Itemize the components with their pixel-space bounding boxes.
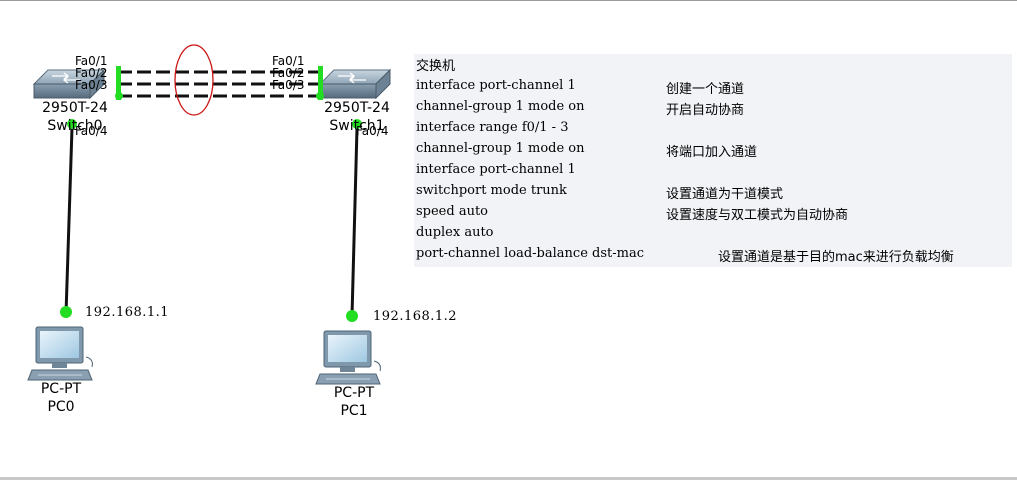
pc-model-label: PC-PT	[40, 381, 82, 397]
pc-name-label: PC1	[340, 403, 368, 419]
config-line: interface port-channel 1	[416, 159, 576, 179]
etherchannel-links[interactable]	[118, 70, 318, 98]
config-command: channel-group 1 mode on	[416, 140, 585, 156]
link-up-indicators	[60, 66, 362, 322]
config-line: interface range f0/1 - 3	[416, 117, 568, 137]
access-link-switch1-pc1[interactable]	[350, 127, 359, 317]
config-line: interface port-channel 1	[416, 75, 576, 95]
switch-model-label: 2950T-24	[324, 100, 390, 116]
config-line: duplex auto	[416, 222, 494, 242]
config-line: channel-group 1 mode on	[416, 138, 585, 158]
config-command: speed auto	[416, 203, 489, 219]
port-label-fa0-3: Fa0/3	[272, 78, 305, 92]
port-label-fa0-2: Fa0/2	[75, 66, 108, 80]
config-command: interface range f0/1 - 3	[416, 119, 569, 135]
switch-name-label: Switch1	[329, 118, 385, 134]
config-command: interface port-channel 1	[416, 77, 576, 93]
switch-icon[interactable]	[32, 68, 106, 100]
bottom-border	[0, 477, 1017, 480]
config-line: port-channel load-balance dst-mac	[416, 243, 644, 263]
pc-model-label: PC-PT	[333, 385, 375, 401]
config-line: speed auto	[416, 201, 488, 221]
pc-icon[interactable]	[315, 330, 381, 385]
port-label-fa0-4: Fa0/4	[75, 124, 108, 138]
config-title: 交换机	[416, 58, 456, 74]
config-command: port-channel load-balance dst-mac	[416, 245, 644, 261]
port-label-fa0-2: Fa0/2	[272, 66, 305, 80]
config-notes-panel: 交换机 interface port-channel 1 创建一个通道 chan…	[414, 54, 1012, 267]
config-comment: 将端口加入通道	[666, 145, 758, 160]
config-command: switchport mode trunk	[416, 182, 567, 198]
config-comment: 创建一个通道	[666, 82, 745, 97]
port-label-fa0-1: Fa0/1	[75, 54, 108, 68]
config-comment: 开启自动协商	[666, 103, 745, 118]
config-line: switchport mode trunk	[416, 180, 567, 200]
etherchannel-ellipse	[174, 44, 214, 116]
access-link-switch0-pc0[interactable]	[64, 127, 74, 315]
config-command: interface port-channel 1	[416, 161, 576, 177]
port-label-fa0-3: Fa0/3	[75, 78, 108, 92]
config-command: channel-group 1 mode on	[416, 98, 585, 114]
switch-model-label: 2950T-24	[42, 100, 108, 116]
pc0-ip-label: 192.168.1.1	[85, 305, 170, 320]
config-comment: 设置通道为干道模式	[666, 187, 784, 202]
config-command: duplex auto	[416, 224, 494, 240]
config-comment: 设置通道是基于目的mac来进行负载均衡	[718, 250, 954, 265]
port-label-fa0-4: Fa0/4	[356, 124, 389, 138]
pc-name-label: PC0	[47, 399, 75, 415]
config-comment: 设置速度与双工模式为自动协商	[666, 208, 849, 223]
config-line: channel-group 1 mode on	[416, 96, 585, 116]
top-border	[0, 0, 1017, 1]
pc-icon[interactable]	[27, 326, 93, 381]
port-label-fa0-1: Fa0/1	[272, 54, 305, 68]
switch-icon[interactable]	[318, 68, 392, 100]
pc1-ip-label: 192.168.1.2	[373, 309, 458, 324]
switch-name-label: Switch0	[47, 118, 103, 134]
